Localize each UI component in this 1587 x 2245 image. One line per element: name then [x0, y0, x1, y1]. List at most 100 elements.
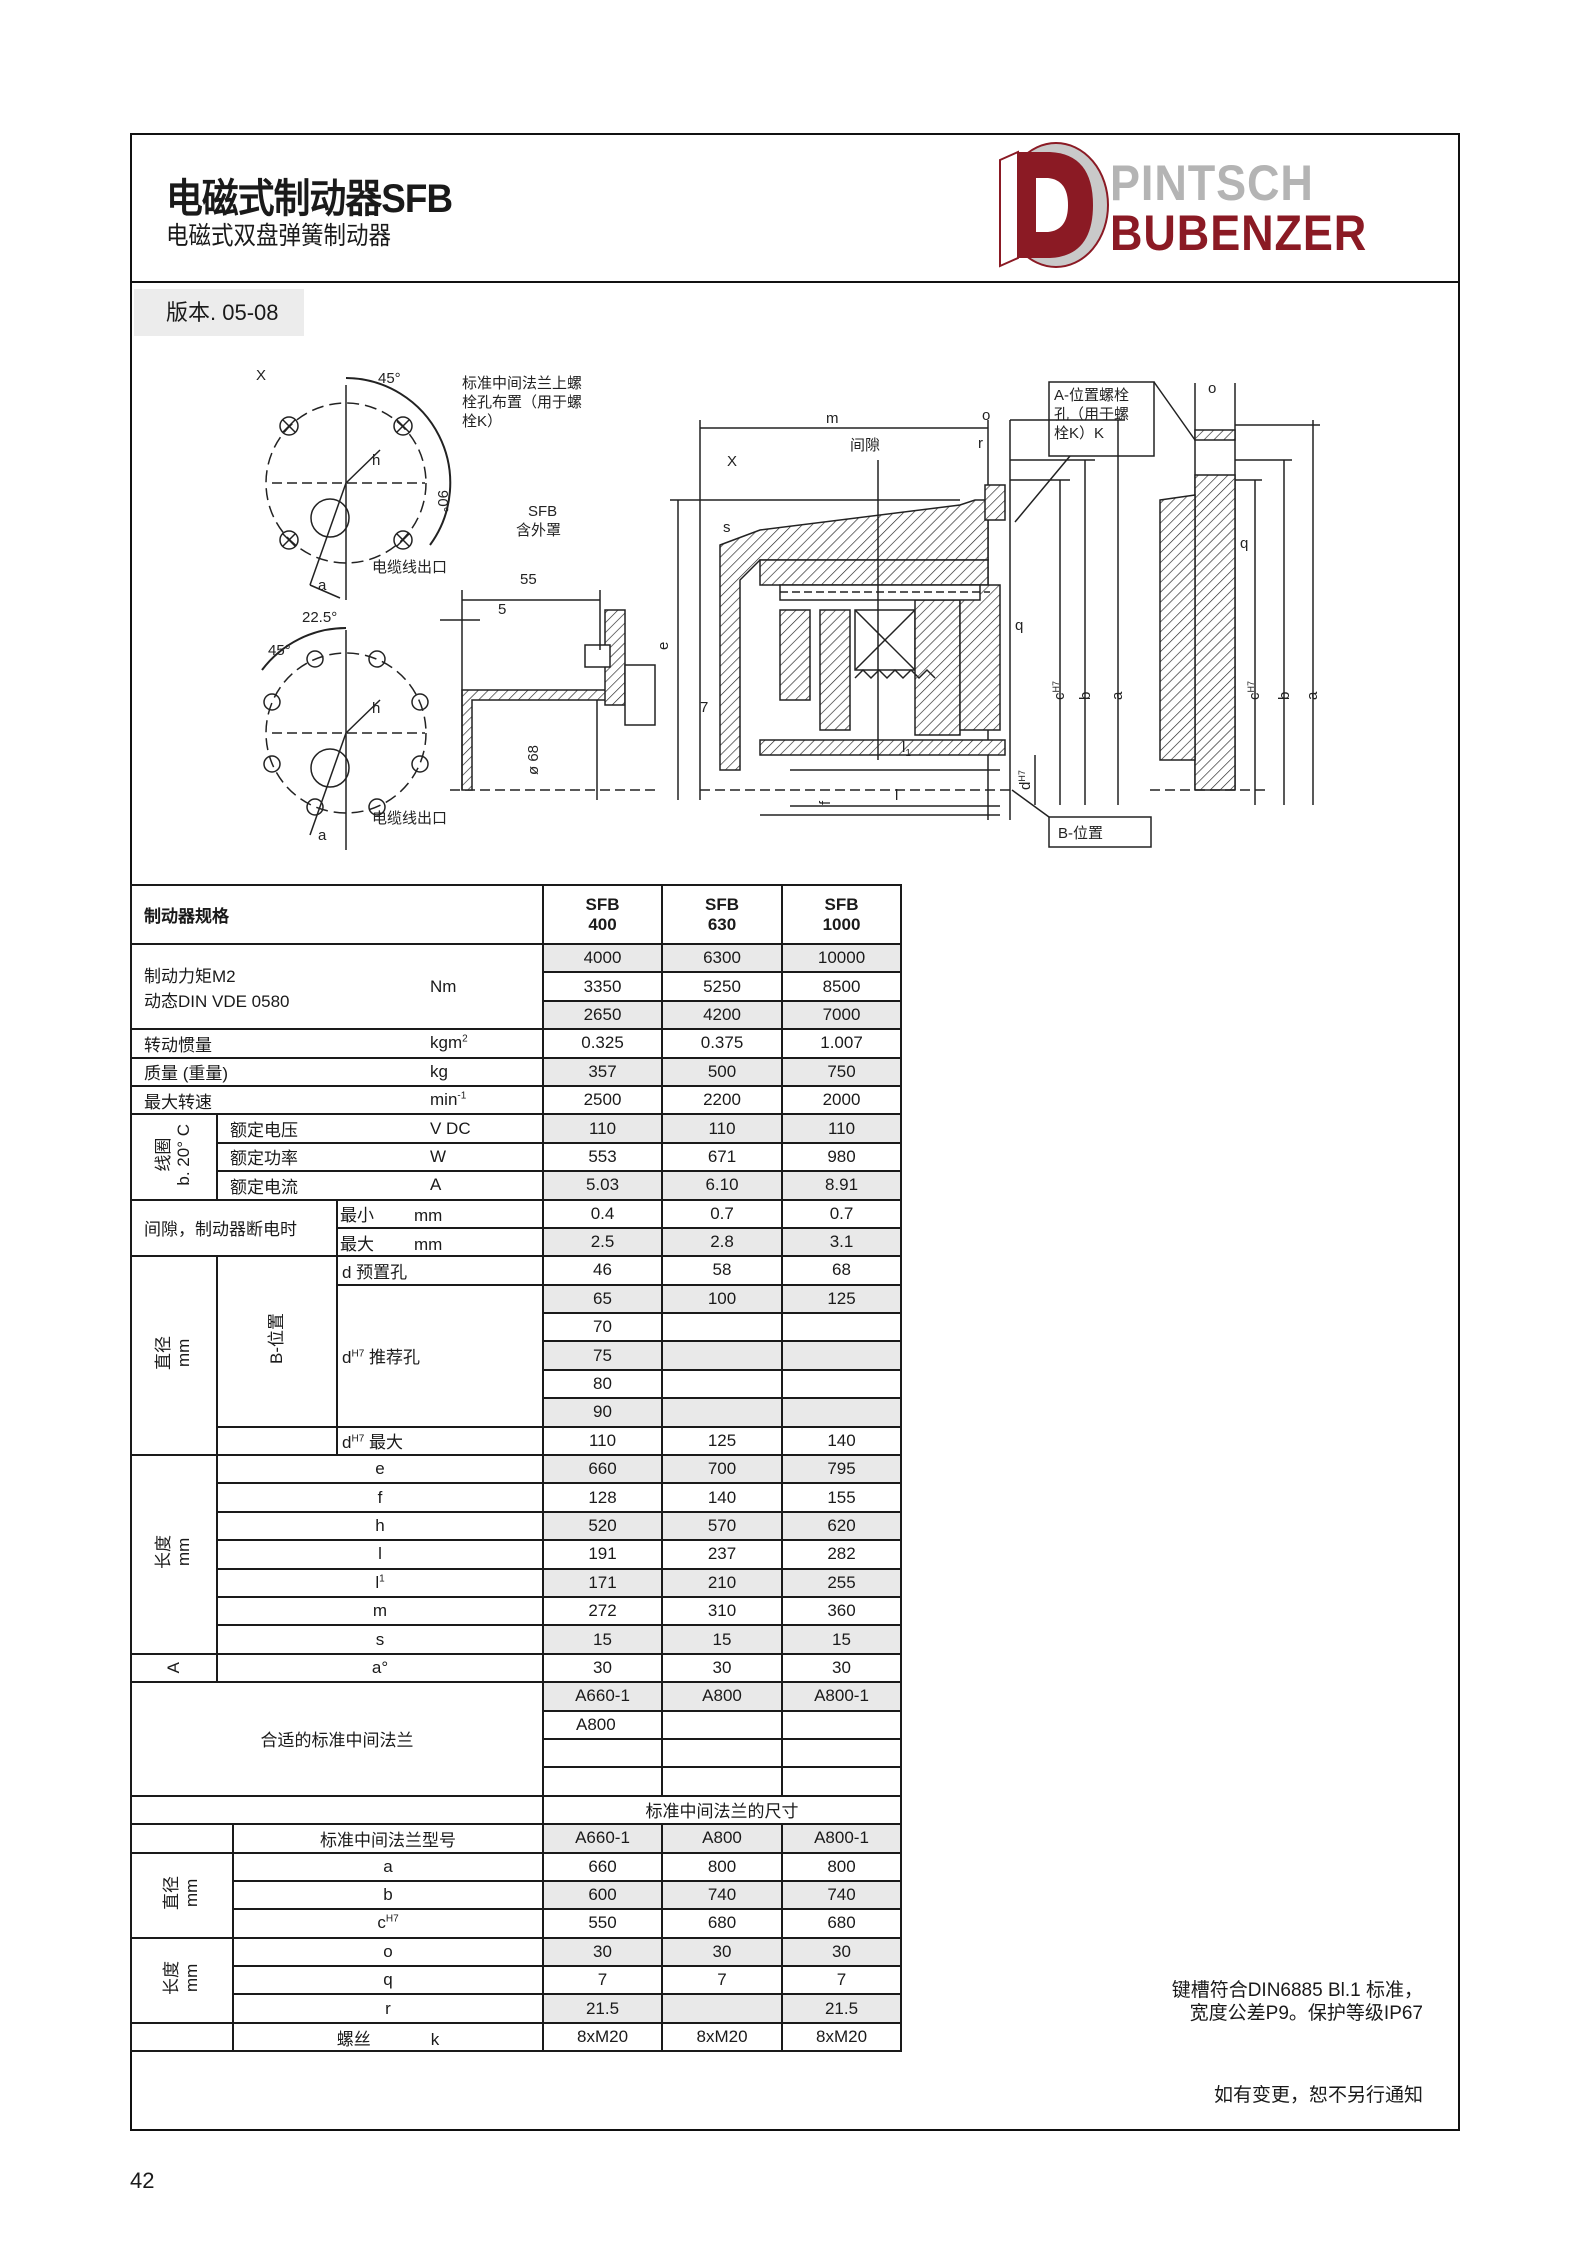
value-cell: 8xM20	[542, 2021, 664, 2053]
value-cell: 520	[542, 1510, 664, 1542]
label-sfb-cover-2: 含外罩	[516, 522, 561, 539]
max-bore-label: dH7 最大	[335, 1425, 545, 1457]
mass-label: 质量 (重量)kg	[129, 1056, 545, 1087]
value-cell: 6.10	[661, 1170, 784, 1201]
value-cell: 21.5	[542, 1993, 664, 2024]
gap-label: 间隙，制动器断电时	[130, 1198, 338, 1258]
label-angle-225: 22.5°	[302, 609, 337, 626]
value-cell: 7	[661, 1965, 784, 1996]
value-cell	[661, 1312, 784, 1343]
value-cell	[661, 1993, 784, 2024]
value-cell: 2.8	[661, 1226, 784, 1258]
value-cell: 2650	[542, 999, 664, 1031]
value-cell: 2.5	[542, 1226, 664, 1258]
value-cell: 5250	[661, 971, 784, 1002]
label-dim-m: m	[826, 410, 839, 427]
value-cell	[661, 1709, 784, 1740]
value-cell: 4200	[661, 999, 784, 1031]
value-cell: 360	[781, 1595, 903, 1627]
value-cell	[781, 1709, 903, 1740]
value-cell: 671	[661, 1141, 784, 1173]
value-cell: 550	[542, 1908, 664, 1939]
value-cell: 58	[661, 1255, 784, 1286]
value-cell: 75	[542, 1340, 664, 1371]
empty-cell	[129, 1794, 545, 1826]
value-cell: 125	[781, 1283, 903, 1315]
label-sfb-cover-1: SFB	[528, 503, 557, 520]
value-cell: 2000	[781, 1084, 903, 1116]
label-dim-l: l	[895, 787, 898, 804]
technical-drawing: X 45° 90° h a 电缆线出口 22.5° 45° h a 电缆线出口 …	[256, 367, 1321, 850]
label-dim-c: cH7	[1051, 681, 1068, 700]
value-cell: 660	[542, 1851, 664, 1882]
label-dim-55: 55	[520, 571, 537, 588]
value-cell: 140	[781, 1425, 903, 1457]
table-row: A800	[131, 1709, 903, 1740]
table-row: 标准中间法兰的尺寸	[129, 1794, 903, 1826]
value-cell: 795	[781, 1454, 903, 1485]
table-row: 70	[131, 1312, 903, 1343]
length-label-h: h	[215, 1510, 545, 1542]
value-cell	[661, 1397, 784, 1428]
label-right-a: a	[1304, 691, 1321, 700]
label-dim-o: o	[982, 407, 990, 424]
value-cell: 5.03	[542, 1170, 664, 1201]
value-cell: 0.7	[781, 1198, 903, 1229]
value-cell: 310	[661, 1595, 784, 1627]
value-cell: 30	[542, 1652, 664, 1684]
label-cable-bottom: 电缆线出口	[372, 810, 447, 827]
value-cell: 0.7	[661, 1198, 784, 1229]
bolt-circle-top	[265, 377, 452, 600]
value-cell: 30	[542, 1936, 664, 1968]
value-cell: 740	[661, 1879, 784, 1911]
page-subtitle: 电磁式双盘弹簧制动器	[166, 222, 392, 250]
value-cell: 171	[542, 1567, 664, 1598]
label-bolt-layout-2: 栓孔布置（用于螺	[462, 394, 582, 411]
value-cell: A800-1	[781, 1823, 903, 1854]
value-cell: 680	[781, 1908, 903, 1939]
recommended-bore-label: dH7 推荐孔	[335, 1283, 545, 1428]
brake-section-view	[670, 419, 1125, 820]
value-cell: 2500	[542, 1084, 664, 1116]
value-cell: 70	[542, 1312, 664, 1343]
value-cell: 7	[781, 1965, 903, 1996]
label-angle-45-top: 45°	[378, 370, 401, 387]
flange-dim-label-o: o	[231, 1936, 545, 1968]
empty-cell	[130, 1823, 234, 1854]
value-cell: 3350	[542, 971, 664, 1002]
value-cell: 8xM20	[781, 2021, 903, 2053]
label-a-bottom: a	[318, 827, 327, 844]
value-cell	[661, 1737, 784, 1769]
value-cell: 140	[661, 1482, 784, 1513]
label-h-bottom: h	[372, 700, 380, 717]
value-cell: 15	[542, 1624, 664, 1655]
value-cell: 255	[781, 1567, 903, 1598]
flange-dim-label-a: a	[231, 1851, 545, 1882]
label-bolt-layout-3: 栓K）	[462, 413, 502, 430]
value-cell: 30	[661, 1652, 784, 1684]
label-a-top: a	[318, 577, 327, 594]
label-dim-b: b	[1077, 692, 1094, 700]
value-cell: 3.1	[781, 1226, 903, 1258]
value-cell: 740	[781, 1879, 903, 1911]
keyway-note-line1: 键槽符合DIN6885 Bl.1 标准，	[1171, 1980, 1423, 2001]
bolt-hole-icon	[279, 416, 413, 550]
value-cell: 282	[781, 1539, 903, 1570]
label-dim-s: s	[723, 519, 731, 536]
value-cell: 700	[661, 1454, 784, 1485]
